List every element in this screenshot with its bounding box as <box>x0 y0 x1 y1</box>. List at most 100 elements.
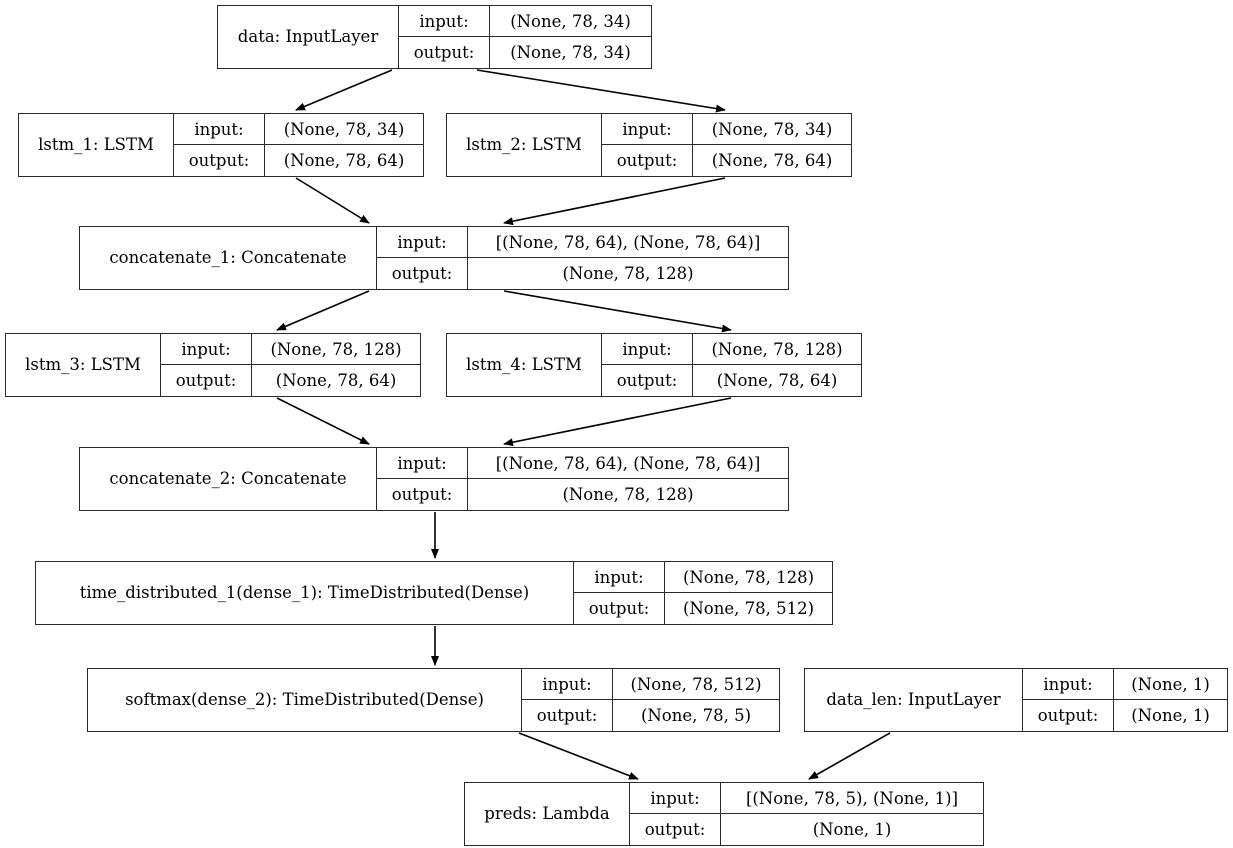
node-data-label: data: InputLayer <box>218 6 399 68</box>
node-softmax-input-shape: (None, 78, 512) <box>630 674 762 694</box>
node-lstm_1-label: lstm_1: LSTM <box>19 114 174 176</box>
node-data-input-shape: (None, 78, 34) <box>510 11 631 31</box>
node-time_distributed_1-output-label: output: <box>574 593 665 624</box>
node-concatenate_1-output-label: output: <box>377 258 468 289</box>
node-preds-output-row: output: (None, 1) <box>630 814 983 845</box>
node-lstm_3-io: input: (None, 78, 128) output: (None, 78, 6… <box>161 334 420 396</box>
node-preds-output-label: output: <box>630 814 721 845</box>
node-concatenate_1-input-shape: [(None, 78, 64), (None, 78, 64)] <box>495 232 761 252</box>
node-softmax-input-row: input: (None, 78, 512) <box>522 669 779 700</box>
node-preds-input-label: input: <box>630 783 721 813</box>
node-lstm_3-input-row: input: (None, 78, 128) <box>161 334 420 365</box>
node-concatenate_1-label: concatenate_1: Concatenate <box>80 227 377 289</box>
node-lstm_2-output-shape: (None, 78, 64) <box>711 151 833 170</box>
node-concatenate_1-output-shape: (None, 78, 128) <box>562 264 694 283</box>
node-data_len-output-shape: (None, 1) <box>1131 706 1210 725</box>
node-lstm_3-input-label: input: <box>161 334 252 364</box>
node-lstm_2-input-label: input: <box>602 114 693 144</box>
node-concatenate_1-input-row: input: [(None, 78, 64), (None, 78, 64)] <box>377 227 788 258</box>
node-lstm_4-io: input: (None, 78, 128) output: (None, 78, 6… <box>602 334 861 396</box>
edge-data-to-lstm_1 <box>295 69 393 111</box>
edge-data-to-lstm_2 <box>476 69 726 113</box>
node-concatenate_2-io: input:[(None, 78, 64), (None, 78, 64)]ou… <box>377 448 788 510</box>
node-lstm_2-input-row: input: (None, 78, 34) <box>602 114 851 145</box>
node-lstm_4-output-label: output: <box>602 365 693 396</box>
node-data_len-io: input:(None, 1)output: (None, 1) <box>1023 669 1227 731</box>
node-concatenate_2-label: concatenate_2: Concatenate <box>80 448 377 510</box>
node-softmax: softmax(dense_2): TimeDistributed(Dense)… <box>87 668 780 732</box>
node-data_len-output-label: output: <box>1023 700 1114 731</box>
edge-lstm_2-to-concatenate_1 <box>503 177 726 226</box>
node-softmax-output-row: output: (None, 78, 5) <box>522 700 779 731</box>
node-lstm_1-io: input: (None, 78, 34) output: (None, 78, 64… <box>174 114 423 176</box>
node-softmax-io: input: (None, 78, 512) output: (None, 78, 5… <box>522 669 779 731</box>
edge-lstm_1-to-concatenate_1 <box>295 177 370 224</box>
node-lstm_1-output-label: output: <box>174 145 265 176</box>
node-lstm_4-input-shape: (None, 78, 128) <box>711 339 843 359</box>
edge-concatenate_1-to-lstm_3 <box>276 290 370 331</box>
node-concatenate_1-input-label: input: <box>377 227 468 257</box>
node-time_distributed_1: time_distributed_1(dense_1): TimeDistrib… <box>35 561 833 625</box>
node-lstm_4-output-shape: (None, 78, 64) <box>716 371 838 390</box>
node-lstm_3-output-label: output: <box>161 365 252 396</box>
node-lstm_2-input-shape: (None, 78, 34) <box>711 119 833 139</box>
node-concatenate_2-output-shape: (None, 78, 128) <box>562 485 694 504</box>
node-preds-io: input: [(None, 78, 5), (None, 1)] output: (… <box>630 783 983 845</box>
node-concatenate_2-input-row: input:[(None, 78, 64), (None, 78, 64)] <box>377 448 788 479</box>
node-lstm_3-output-shape: (None, 78, 64) <box>275 371 397 390</box>
node-time_distributed_1-output-row: output: (None, 78, 512) <box>574 593 832 624</box>
node-data_len-input-label: input: <box>1023 669 1114 699</box>
node-lstm_1-output-row: output: (None, 78, 64) <box>174 145 423 176</box>
node-preds-input-shape: [(None, 78, 5), (None, 1)] <box>745 788 959 808</box>
node-data-output-row: output: (None, 78, 34) <box>399 37 651 68</box>
edge-softmax-to-preds <box>518 732 639 780</box>
node-lstm_2-io: input: (None, 78, 34) output: (None, 78, 64… <box>602 114 851 176</box>
node-data-output-shape: (None, 78, 34) <box>510 43 631 62</box>
node-softmax-label: softmax(dense_2): TimeDistributed(Dense) <box>88 669 522 731</box>
node-preds-label: preds: Lambda <box>465 783 630 845</box>
node-lstm_4-label: lstm_4: LSTM <box>447 334 602 396</box>
node-softmax-input-label: input: <box>522 669 613 699</box>
node-lstm_3-output-row: output: (None, 78, 64) <box>161 365 420 396</box>
node-concatenate_1-output-row: output: (None, 78, 128) <box>377 258 788 289</box>
node-time_distributed_1-input-row: input:(None, 78, 128) <box>574 562 832 593</box>
node-preds-input-row: input: [(None, 78, 5), (None, 1)] <box>630 783 983 814</box>
node-data_len-input-row: input:(None, 1) <box>1023 669 1227 700</box>
node-lstm_4-input-label: input: <box>602 334 693 364</box>
node-concatenate_1-io: input: [(None, 78, 64), (None, 78, 64)] ou… <box>377 227 788 289</box>
node-lstm_3-input-shape: (None, 78, 128) <box>270 339 402 359</box>
node-data-input-label: input: <box>399 6 490 36</box>
node-time_distributed_1-io: input:(None, 78, 128)output: (None, 78, 5… <box>574 562 832 624</box>
node-lstm_1-input-row: input: (None, 78, 34) <box>174 114 423 145</box>
node-data_len-label: data_len: InputLayer <box>805 669 1023 731</box>
node-preds-output-shape: (None, 1) <box>812 820 892 839</box>
node-data-output-label: output: <box>399 37 490 68</box>
node-lstm_1-input-label: input: <box>174 114 265 144</box>
edge-lstm_4-to-concatenate_2 <box>503 397 732 447</box>
node-lstm_1-output-shape: (None, 78, 64) <box>283 151 405 170</box>
node-data-io: input: (None, 78, 34) output: (None, 78, 34… <box>399 6 651 68</box>
node-lstm_4-output-row: output: (None, 78, 64) <box>602 365 861 396</box>
node-data_len-output-row: output: (None, 1) <box>1023 700 1227 731</box>
node-lstm_2-output-row: output: (None, 78, 64) <box>602 145 851 176</box>
node-softmax-output-shape: (None, 78, 5) <box>640 706 752 725</box>
node-lstm_2-label: lstm_2: LSTM <box>447 114 602 176</box>
node-data-input-row: input: (None, 78, 34) <box>399 6 651 37</box>
node-lstm_2-output-label: output: <box>602 145 693 176</box>
node-concatenate_2-input-label: input: <box>377 448 468 478</box>
edge-concatenate_1-to-lstm_4 <box>503 290 732 333</box>
node-lstm_1-input-shape: (None, 78, 34) <box>283 119 405 139</box>
node-concatenate_2-output-label: output: <box>377 479 468 510</box>
node-concatenate_2-output-row: output: (None, 78, 128) <box>377 479 788 510</box>
node-time_distributed_1-output-shape: (None, 78, 512) <box>682 599 815 618</box>
node-softmax-output-label: output: <box>522 700 613 731</box>
